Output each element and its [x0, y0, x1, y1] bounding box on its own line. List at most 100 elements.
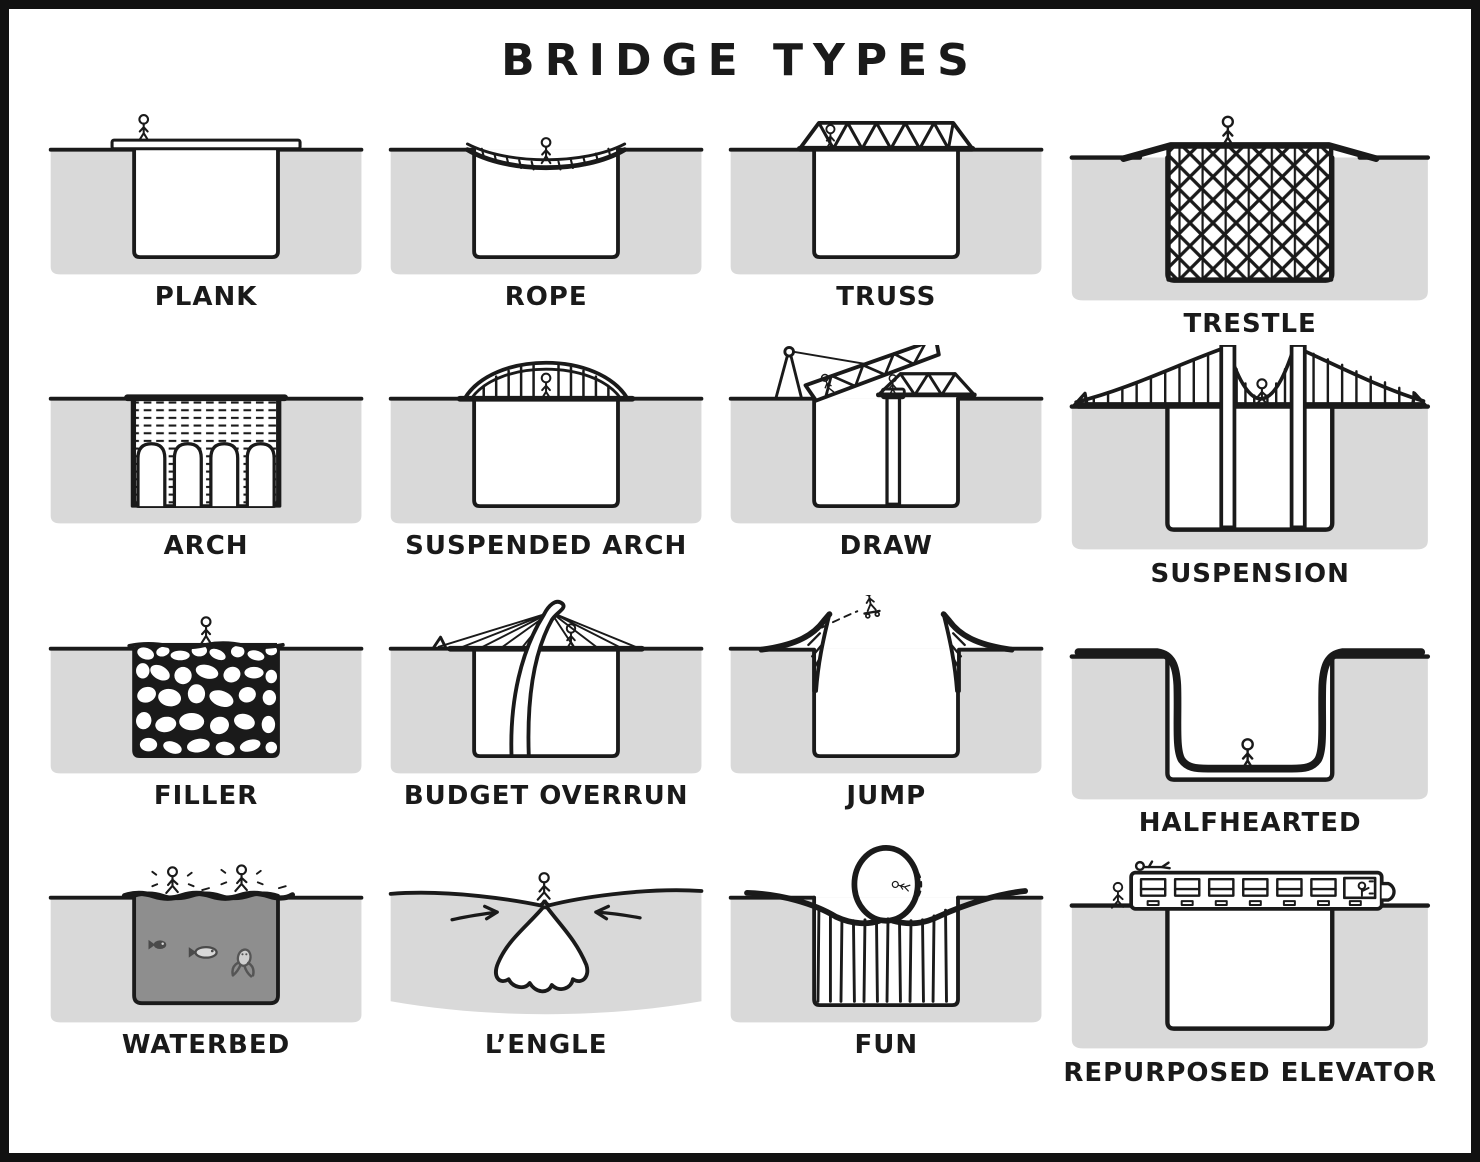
panel-plank: PLANK — [43, 96, 369, 339]
truss-chords — [798, 120, 975, 151]
panel-truss: TRUSS — [723, 96, 1049, 339]
rubble-rocks — [136, 644, 278, 756]
octopus — [231, 948, 255, 978]
motion-trail — [821, 610, 859, 629]
stick-figure — [1254, 378, 1269, 407]
panel-draw: DRAW — [723, 345, 1049, 588]
pier — [881, 388, 906, 507]
stick-figure — [200, 616, 212, 644]
panel-label: ARCH — [163, 531, 249, 562]
rider-figure — [891, 880, 911, 892]
anchors — [1072, 392, 1428, 408]
tower-right — [1290, 345, 1307, 530]
stick-figure — [536, 872, 551, 901]
canyon — [472, 397, 621, 509]
backstay-anchor — [431, 635, 448, 650]
repurposed-elevator-illustration — [1069, 860, 1431, 1049]
arch-illustration — [48, 394, 364, 524]
curved-pylon — [509, 599, 566, 758]
fun-illustration — [728, 845, 1044, 1023]
hangers — [1092, 352, 1416, 408]
hangers — [482, 364, 610, 401]
rope-planks — [480, 147, 612, 171]
arch-inner — [469, 368, 623, 401]
panel-waterbed: WATERBED — [43, 844, 369, 1087]
panel-halfhearted: HALFHEARTED — [1063, 595, 1437, 838]
panel-fun: FUN — [723, 844, 1049, 1087]
panel-label: L’ENGLE — [484, 1030, 608, 1061]
plank — [110, 138, 302, 151]
arch-outer — [462, 361, 630, 402]
panel-label: DRAW — [839, 531, 933, 562]
suspended-arch-illustration — [388, 361, 704, 524]
halfhearted-illustration — [1069, 648, 1431, 800]
stick-figure — [138, 114, 150, 142]
water-surface — [121, 890, 296, 901]
surface-left — [388, 890, 547, 908]
panel-label: FILLER — [153, 780, 259, 811]
panel-label: BUDGET OVERRUN — [403, 780, 689, 811]
trestle-illustration — [1069, 115, 1431, 301]
panel-label: JUMP — [846, 780, 927, 811]
suspension-illustration — [1069, 345, 1431, 550]
arrow-left — [450, 904, 499, 922]
loop — [851, 845, 921, 924]
waterbed-illustration — [48, 864, 364, 1023]
truss-illustration — [728, 120, 1044, 275]
panel-suspension: SUSPENSION — [1063, 345, 1437, 589]
page-title: BRIDGE TYPES — [501, 35, 979, 86]
canyon — [812, 147, 961, 260]
operator-window — [1343, 876, 1377, 907]
skater — [862, 594, 881, 619]
panel-suspended-arch: SUSPENDED ARCH — [383, 345, 709, 588]
plank-illustration — [48, 114, 364, 275]
fish-small — [148, 940, 167, 950]
roof-figure — [1135, 860, 1172, 872]
panel-label: FUN — [854, 1030, 919, 1061]
arch-openings — [136, 442, 276, 509]
panel-label: TRESTLE — [1183, 309, 1317, 340]
end-bumper — [1380, 882, 1396, 902]
track — [744, 888, 1029, 927]
budget-overrun-illustration — [388, 599, 704, 774]
right-span — [876, 372, 977, 398]
ramp-right — [940, 611, 1015, 693]
panel-label: SUSPENSION — [1150, 558, 1350, 589]
canyon — [472, 646, 621, 758]
panel-label: SUSPENDED ARCH — [405, 531, 688, 562]
fish-large — [188, 946, 218, 959]
rubble-surface — [127, 641, 285, 650]
mast — [774, 346, 869, 401]
support-posts — [816, 907, 949, 1003]
canyon — [472, 147, 621, 260]
panel-budget-overrun: BUDGET OVERRUN — [383, 595, 709, 838]
canyon — [132, 147, 280, 260]
panel-filler: FILLER — [43, 595, 369, 838]
lengle-illustration — [388, 872, 704, 1015]
canyon — [812, 646, 961, 758]
stick-figure — [1222, 115, 1235, 147]
floor-slots — [1146, 900, 1331, 907]
panel-label: PLANK — [154, 281, 258, 312]
panel-arch: ARCH — [43, 345, 369, 588]
truss-web — [817, 121, 955, 151]
ramp-left — [758, 611, 833, 693]
surface-right — [543, 888, 704, 908]
draped-path — [1074, 648, 1426, 773]
raised-leaf — [803, 345, 941, 403]
draw-illustration — [728, 345, 1044, 524]
lattice-fill — [1168, 145, 1332, 280]
canyon — [1165, 404, 1335, 533]
stick-figure — [540, 373, 552, 401]
panel-label: TRUSS — [836, 282, 937, 312]
panel-lengle: L’ENGLE — [383, 844, 709, 1087]
panel-grid: PLANK ROPE — [9, 96, 1471, 1088]
jump-illustration — [728, 594, 1044, 774]
deck — [1120, 142, 1380, 162]
panel-repurposed-elevator: REPURPOSED ELEVATOR — [1063, 844, 1437, 1088]
bouncing-figure-left — [131, 866, 210, 896]
panel-rope: ROPE — [383, 96, 709, 339]
door-panels — [1140, 878, 1338, 898]
panel-label: WATERBED — [121, 1030, 291, 1061]
